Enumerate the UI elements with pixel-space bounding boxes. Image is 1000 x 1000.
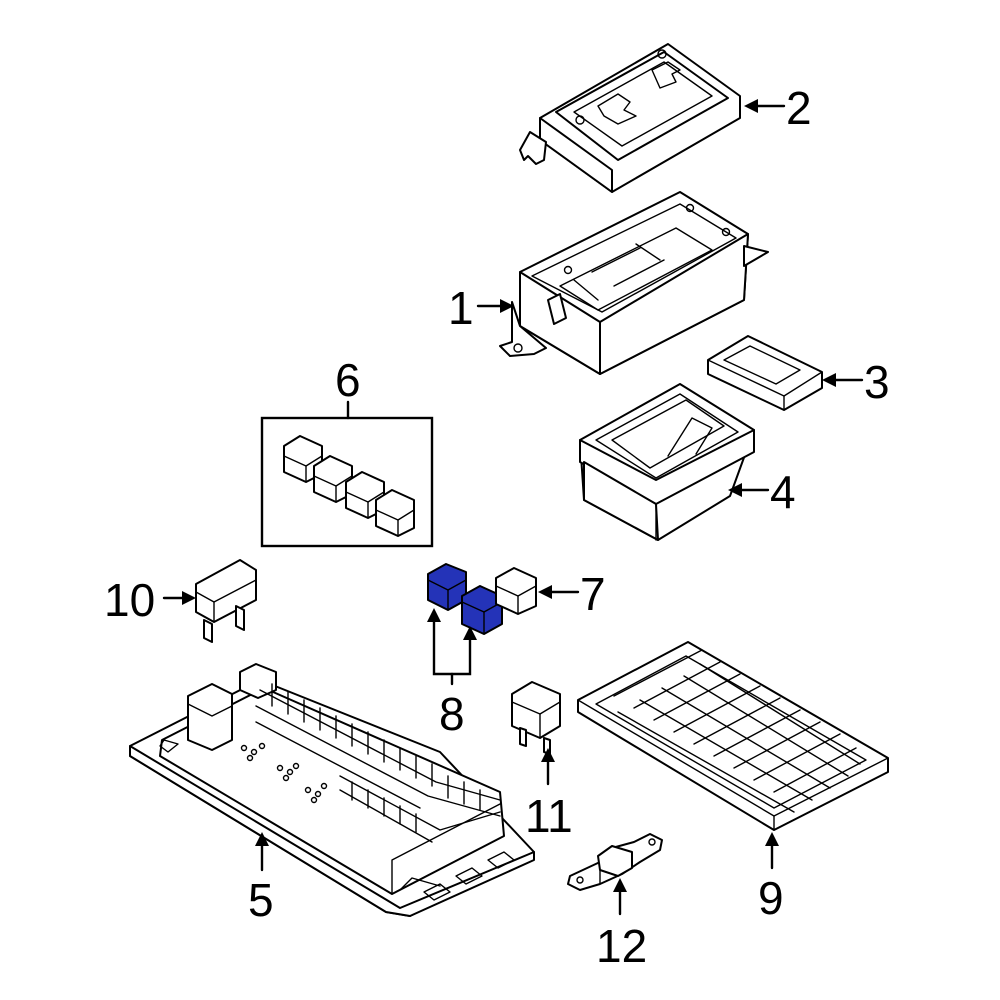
callout-5: 5 [248, 874, 274, 926]
fuse-block-pin-dots [240, 742, 328, 804]
callout-12: 12 [596, 920, 647, 972]
part-3-cover[interactable] [707, 335, 823, 411]
callout-2: 2 [786, 82, 812, 134]
callout-3: 3 [864, 356, 890, 408]
callout-8: 8 [439, 688, 465, 740]
callout-4: 4 [770, 466, 796, 518]
part-5-fuse-block[interactable] [129, 663, 535, 917]
part-10-fuse[interactable] [195, 559, 257, 643]
part-12-bracket[interactable] [567, 833, 663, 891]
leader-lines [162, 99, 864, 916]
fuse-block-fuse-rows [255, 683, 501, 843]
callout-labels: 1 2 3 4 5 6 7 8 9 10 11 12 [104, 82, 890, 972]
part-4-tray[interactable] [579, 383, 755, 541]
part-2-cover[interactable] [519, 43, 741, 193]
part-6-relay-kit[interactable] [260, 416, 434, 548]
part-9-grid-cover[interactable] [577, 641, 889, 831]
callout-9: 9 [758, 872, 784, 924]
part-11-relay[interactable] [511, 681, 561, 755]
part-8-relay-front[interactable] [427, 563, 467, 611]
relay-kit-relay-1 [283, 435, 323, 483]
callout-6: 6 [335, 354, 361, 406]
part-8-relay-rear[interactable] [461, 585, 503, 635]
relay-kit-relay-3 [345, 471, 385, 519]
callout-11: 11 [525, 790, 573, 842]
callout-1: 1 [448, 282, 474, 334]
callout-7: 7 [580, 568, 606, 620]
callout-10: 10 [104, 574, 155, 626]
part-7-relay[interactable] [495, 567, 537, 615]
part-1-housing[interactable] [499, 191, 769, 375]
grid-cover-cells [613, 649, 861, 813]
relay-kit-relay-4 [375, 489, 415, 537]
